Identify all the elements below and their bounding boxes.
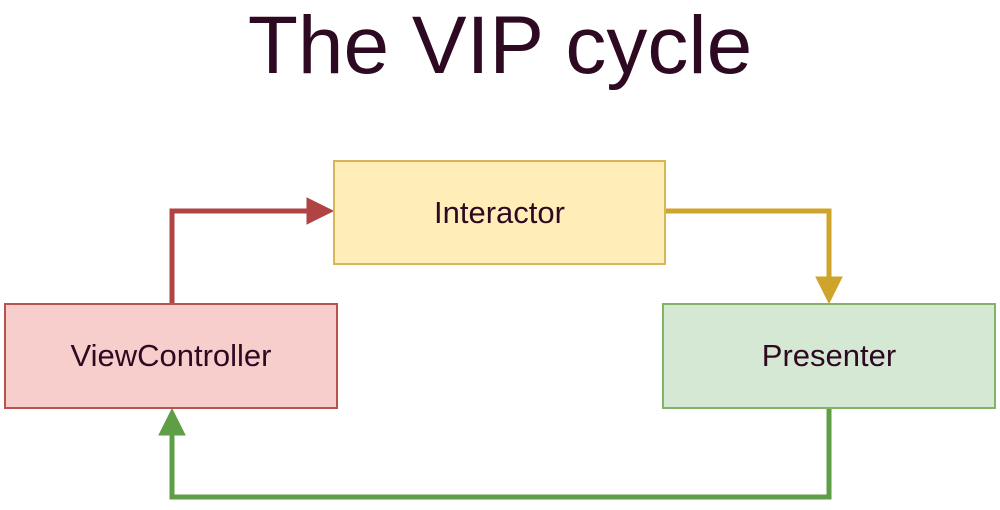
edge-interactor-to-presenter (666, 208, 843, 305)
edge-line-interactor-to-presenter (666, 208, 832, 289)
arrowhead-icon-to-presenter (815, 276, 843, 305)
node-viewcontroller-label: ViewController (70, 338, 272, 373)
node-interactor-label: Interactor (434, 194, 565, 230)
arrowhead-icon-to-viewcontroller (158, 407, 186, 436)
node-viewcontroller[interactable]: ViewController (4, 303, 338, 409)
node-presenter-label: Presenter (761, 338, 897, 373)
arrowhead-icon-to-interactor (306, 197, 335, 225)
page-title: The VIP cycle (247, 0, 753, 91)
edge-line-viewcontroller-to-interactor (169, 208, 320, 303)
edge-presenter-to-viewcontroller (158, 407, 832, 500)
edge-line-presenter-to-viewcontroller (169, 409, 832, 500)
edge-viewcontroller-to-interactor (169, 197, 335, 303)
node-interactor[interactable]: Interactor (333, 160, 666, 265)
node-presenter[interactable]: Presenter (662, 303, 996, 409)
